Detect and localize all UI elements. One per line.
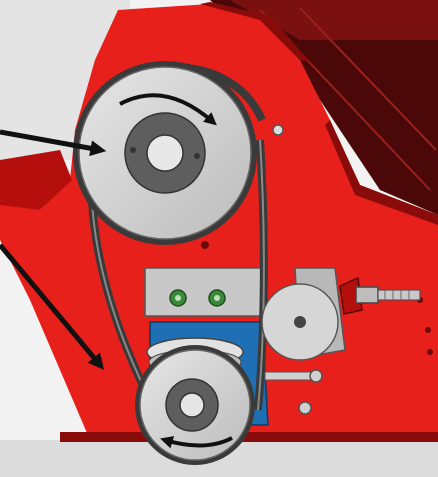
- lower-rotation-arrow-counterclockwise: [160, 436, 233, 449]
- mounting-bracket: [144, 267, 266, 317]
- frame-base-edge: [60, 432, 438, 442]
- frame-left-flange: [0, 150, 72, 210]
- bracket-bolts: [169, 289, 226, 307]
- upper-rotation-arrow-clockwise: [119, 93, 217, 126]
- lower-pulley-pointer: [0, 243, 105, 370]
- panel-stripe: [299, 7, 437, 151]
- lower-pulley: [135, 345, 255, 465]
- dark-panel: [210, 0, 438, 215]
- dark-panel-top: [230, 0, 438, 40]
- belt-guide-pin: [272, 124, 284, 136]
- upper-pulley-pointer: [0, 129, 107, 157]
- upper-pulley: [73, 61, 257, 245]
- frame-right-edge: [325, 120, 438, 225]
- tensioner-idler-pulley: [261, 267, 346, 361]
- linkage-pin: [264, 369, 323, 415]
- tensioner-adjuster-bolt: [339, 276, 421, 315]
- frame-top-edge: [200, 2, 310, 62]
